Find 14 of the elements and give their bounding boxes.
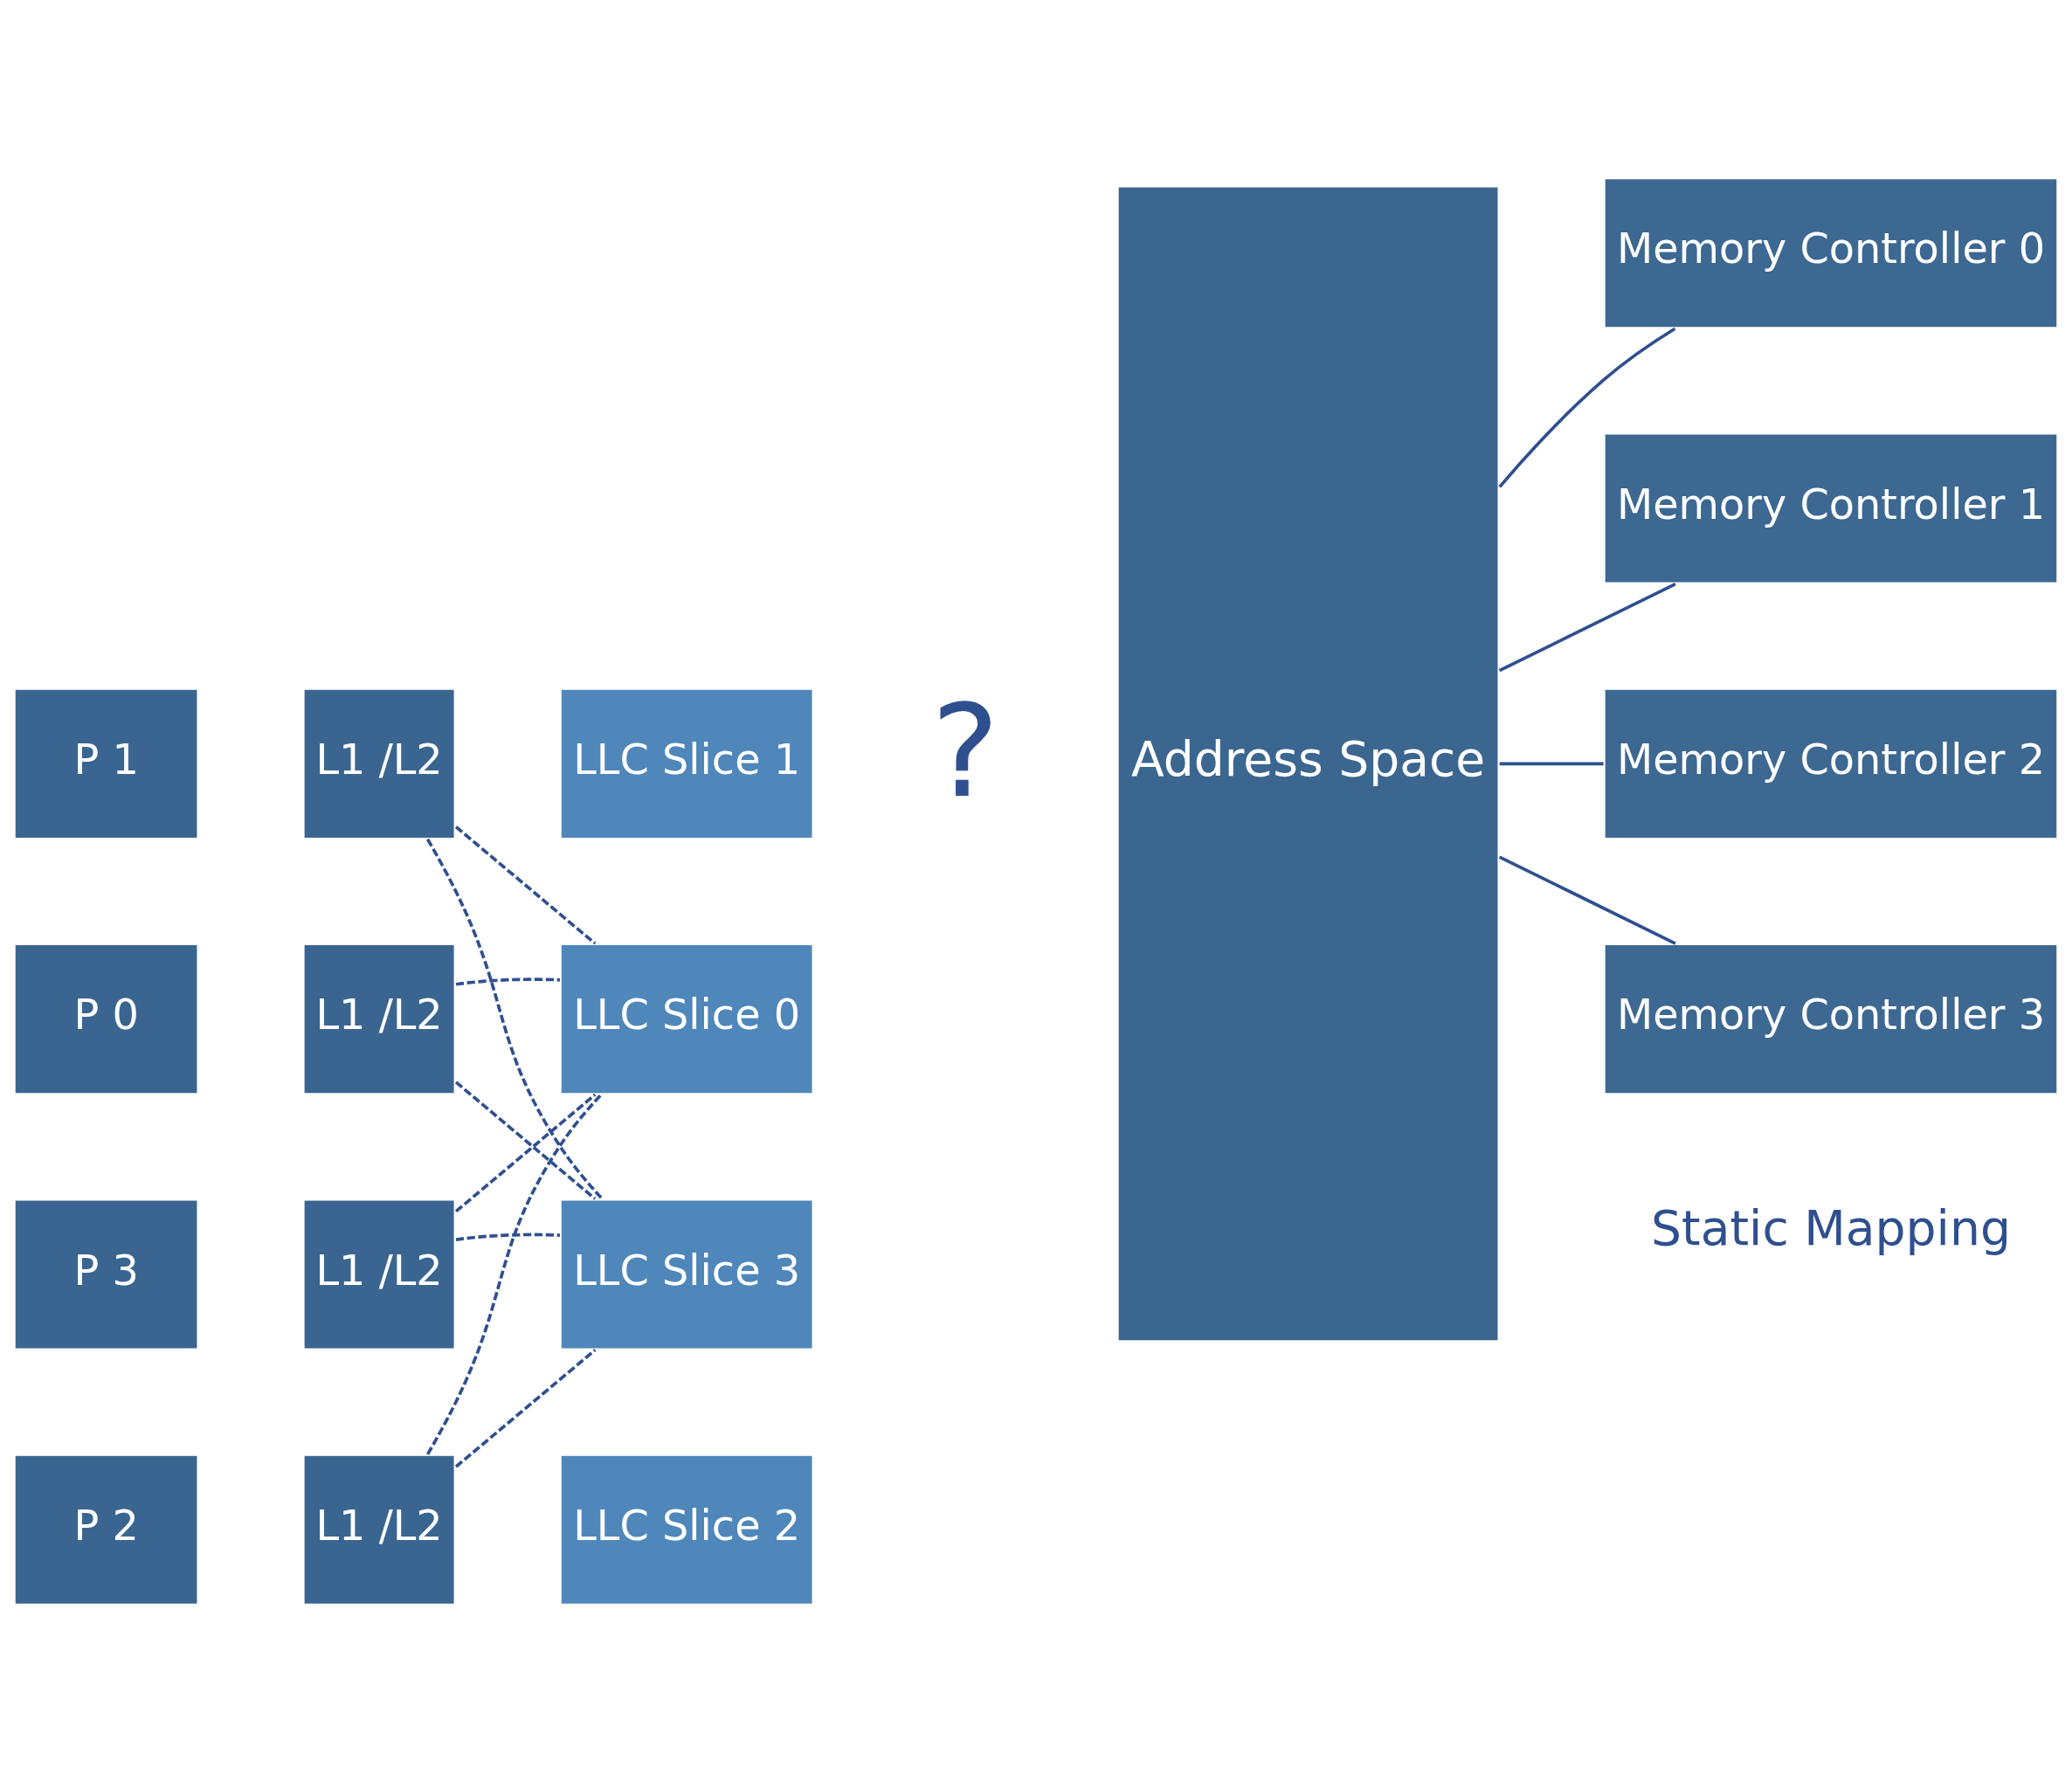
label: ? (931, 675, 1000, 826)
label: Static Mapping (1651, 1199, 2011, 1256)
connector (1499, 762, 1604, 765)
connector (454, 1081, 597, 1200)
connector (1498, 854, 1676, 945)
connector (426, 1093, 603, 1455)
connector (455, 977, 560, 986)
connector (1498, 582, 1676, 672)
connector (425, 838, 604, 1199)
connector (454, 1348, 597, 1468)
connector (454, 1093, 597, 1212)
connector (1498, 327, 1676, 488)
connector (454, 825, 597, 945)
connector (455, 1233, 560, 1241)
